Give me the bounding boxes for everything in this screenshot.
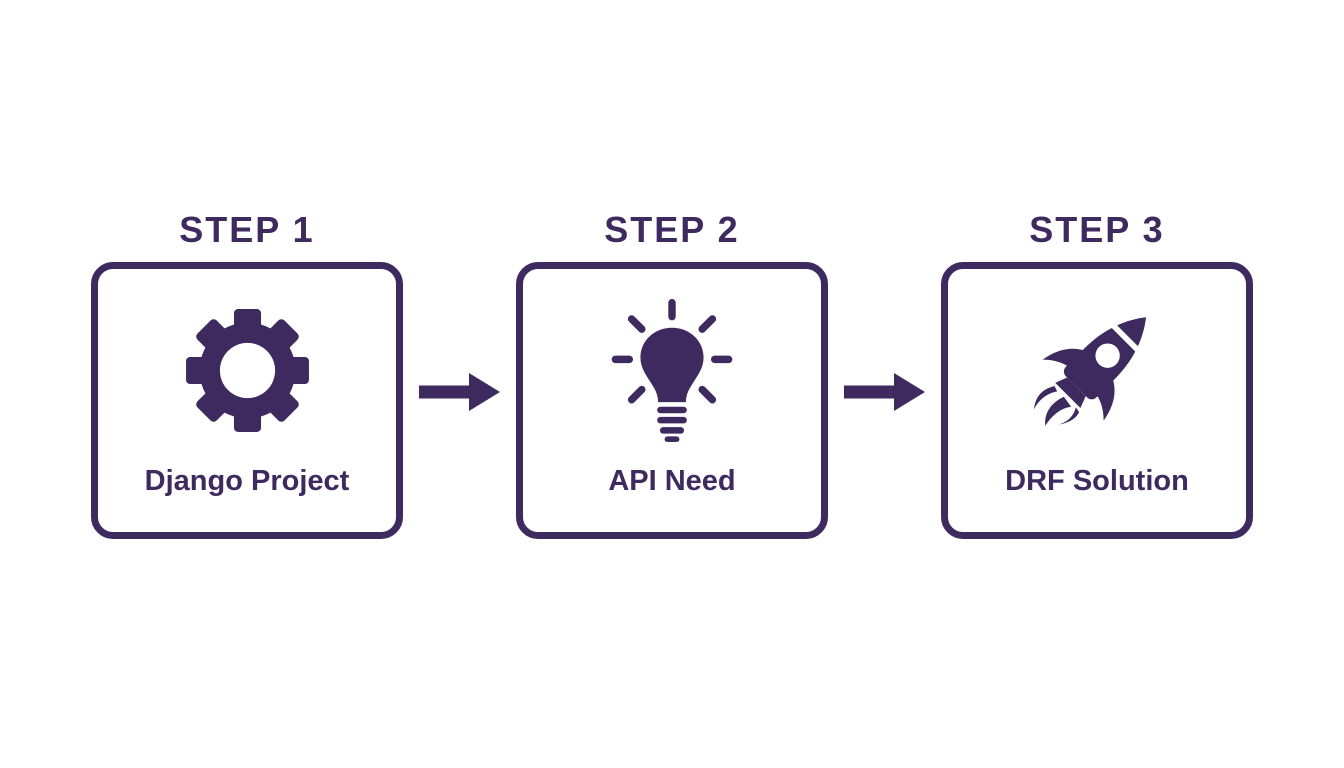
process-diagram: STEP 1 [91,212,1253,539]
step-3: STEP 3 [941,212,1253,539]
step-1-label: Django Project [144,465,350,497]
step-1: STEP 1 [91,212,403,539]
step-2-box: API Need [516,262,828,539]
step-3-box: DRF Solution [941,262,1253,539]
step-2: STEP 2 [516,212,828,539]
step-2-title: STEP 2 [604,209,740,250]
step-1-box: Django Project [91,262,403,539]
step-3-label: DRF Solution [1005,465,1189,497]
step-2-label: API Need [608,465,736,497]
step-3-title: STEP 3 [1029,209,1165,250]
arrow-right-icon [828,372,941,412]
lightbulb-icon [607,295,737,445]
rocket-icon [1022,295,1172,445]
arrow-right-icon [403,372,516,412]
gear-icon [185,295,310,445]
step-1-title: STEP 1 [179,209,315,250]
